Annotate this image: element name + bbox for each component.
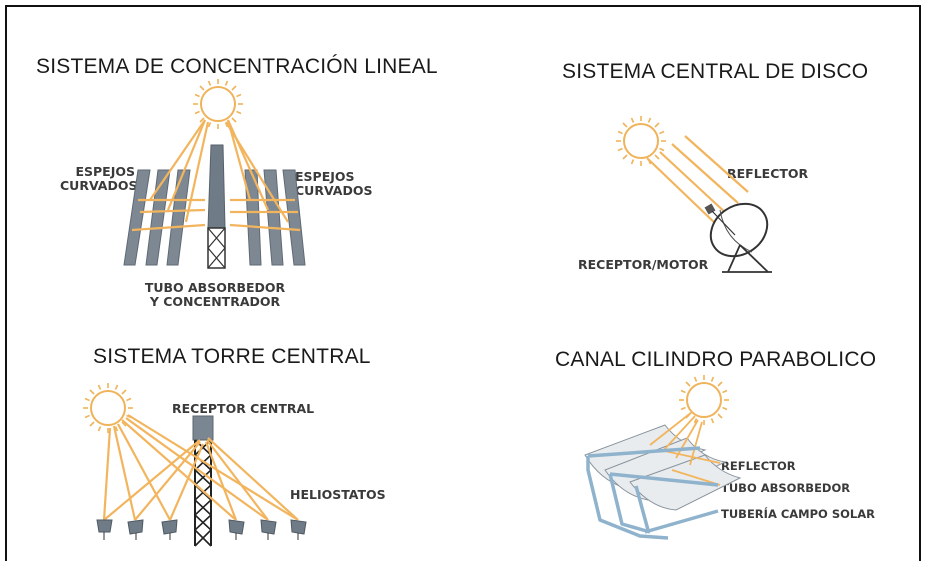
- linear-system-title: SISTEMA DE CONCENTRACIÓN LINEAL: [36, 55, 438, 78]
- dish-sun-rays: [646, 135, 749, 227]
- trough-reflector-label: REFLECTOR: [721, 459, 796, 473]
- dish-system-title: SISTEMA CENTRAL DE DISCO: [562, 60, 869, 83]
- left-curved-mirrors: [123, 169, 191, 266]
- trough-sun-rays: [649, 411, 721, 486]
- left-mirrors-label: ESPEJOS CURVADOS: [60, 164, 138, 193]
- trough-absorber-label: TUBO ABSORBEDOR: [721, 481, 851, 495]
- linear-sun-rays: [131, 119, 301, 232]
- tower-receiver-label: RECEPTOR CENTRAL: [172, 401, 315, 416]
- trough-system-title: CANAL CILINDRO PARABOLICO: [555, 348, 877, 371]
- sun-icon: [82, 382, 134, 434]
- right-mirrors-label: ESPEJOS CURVADOS: [295, 169, 373, 198]
- right-curved-mirrors: [244, 169, 306, 266]
- tower-system-title: SISTEMA TORRE CENTRAL: [93, 345, 371, 368]
- dish-reflector: [704, 202, 772, 273]
- absorber-concentrator-label: TUBO ABSORBEDOR Y CONCENTRADOR: [144, 280, 286, 309]
- heliostats: [96, 519, 307, 540]
- sun-icon: [678, 374, 730, 426]
- central-tower: [192, 415, 214, 547]
- heliostats-label: HELIOSTATOS: [290, 487, 386, 502]
- sun-icon: [615, 115, 667, 167]
- trough-piping-label: TUBERÍA CAMPO SOLAR: [721, 507, 875, 521]
- tower-sun-rays: [102, 414, 299, 521]
- sun-icon: [192, 78, 244, 130]
- trough-collectors: [584, 424, 742, 511]
- dish-receiver-label: RECEPTOR/MOTOR: [578, 257, 709, 272]
- trough-piping: [586, 446, 719, 540]
- diagram-frame: [5, 5, 921, 561]
- absorber-tower: [207, 144, 226, 269]
- dish-reflector-label: REFLECTOR: [727, 166, 809, 181]
